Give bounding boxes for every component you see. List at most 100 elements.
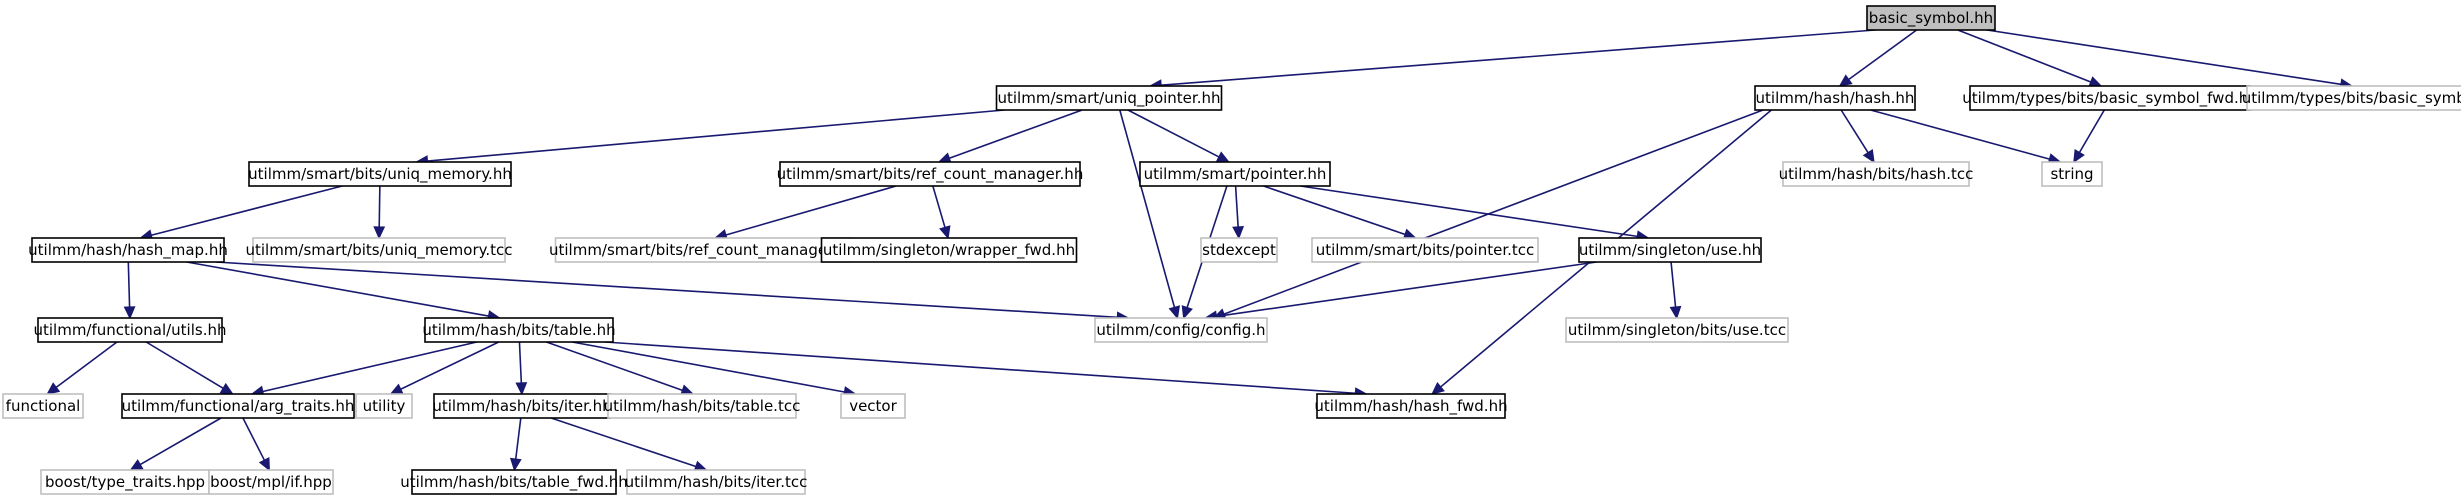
node-label: utilmm/hash/bits/iter.hh — [432, 397, 611, 415]
edge-basic_symbol-to-hash_hh — [1838, 29, 1918, 87]
node-stdexcept: stdexcept — [1200, 237, 1278, 263]
node-label: vector — [849, 397, 897, 415]
edge-table_hh-to-table_tcc — [546, 341, 695, 396]
arrow-head — [1168, 305, 1181, 320]
edge-hash_map-to-utils — [123, 261, 136, 320]
node-box — [121, 393, 355, 419]
edge-line — [949, 109, 1083, 159]
arrow-head — [1232, 226, 1245, 240]
edge-line — [378, 185, 381, 228]
node-box — [208, 469, 334, 495]
edge-line — [514, 417, 522, 460]
edge-line — [1263, 185, 1406, 236]
node-box — [433, 393, 611, 419]
edge-utils-to-functional — [46, 341, 118, 395]
edge-ref_count_manager-to-wrapper_fwd — [932, 185, 951, 240]
edge-line — [725, 185, 897, 236]
edge-table_hh-to-vector — [571, 341, 857, 398]
node-label: utilmm/hash/bits/iter.tcc — [625, 473, 808, 491]
edge-uniq_pointer-to-pointer_hh — [1127, 109, 1230, 163]
node-hash_map[interactable]: utilmm/hash/hash_map.hh — [28, 237, 228, 263]
node-box — [779, 161, 1081, 187]
edge-uniq_pointer-to-config — [1119, 109, 1181, 320]
node-label: utilmm/types/bits/basic_symbol_fwd.hh — [1962, 89, 2258, 108]
node-box — [1578, 237, 1762, 263]
edge-line — [550, 417, 697, 468]
node-label: utilmm/config/config.h — [1096, 321, 1265, 339]
edge-line — [215, 261, 1118, 319]
edge-basic_symbol_fwd-to-string — [2073, 109, 2105, 164]
edge-uniq_pointer-to-uniq_memory — [415, 109, 1005, 167]
node-label: boost/mpl/if.hpp — [210, 473, 332, 491]
arrow-head — [1181, 305, 1193, 320]
node-label: utilmm/hash/bits/table.tcc — [604, 397, 801, 415]
edge-pointer_hh-to-use_hh — [1300, 185, 1650, 243]
node-box — [1094, 317, 1268, 343]
node-hash_tcc: utilmm/hash/bits/hash.tcc — [1779, 161, 1973, 187]
node-box — [2, 393, 84, 419]
edge-basic_symbol-to-uniq_pointer — [1148, 29, 1876, 92]
edge-line — [1127, 109, 1220, 158]
node-iter_tcc: utilmm/hash/bits/iter.tcc — [625, 469, 808, 495]
edge-line — [1223, 109, 1764, 315]
node-label: utilmm/hash/bits/table_fwd.hh — [400, 473, 628, 492]
edge-pointer_hh-to-stdexcept — [1232, 185, 1245, 240]
node-box — [1866, 5, 1996, 31]
edge-line — [1840, 109, 1869, 154]
edge-line — [932, 185, 946, 228]
node-wrapper_fwd[interactable]: utilmm/singleton/wrapper_fwd.hh — [820, 237, 1078, 263]
edge-line — [1957, 29, 2092, 83]
node-uniq_memory[interactable]: utilmm/smart/bits/uniq_memory.hh — [248, 161, 512, 187]
arrow-head — [939, 225, 951, 240]
node-label: basic_symbol.hh — [1869, 9, 1993, 28]
arrow-head — [1669, 305, 1682, 320]
node-table_hh[interactable]: utilmm/hash/bits/table.hh — [422, 317, 616, 343]
node-box — [1754, 85, 1916, 111]
node-basic_symbol_fwd[interactable]: utilmm/types/bits/basic_symbol_fwd.hh — [1962, 85, 2258, 111]
node-hash_fwd[interactable]: utilmm/hash/hash_fwd.hh — [1314, 393, 1508, 419]
edge-line — [151, 185, 343, 237]
edges-layer — [46, 29, 2354, 472]
edge-line — [55, 341, 118, 389]
arrow-head — [515, 382, 528, 396]
edge-hash_hh-to-string — [1870, 109, 2062, 165]
edge-use_hh-to-config — [1204, 261, 1597, 323]
node-arg_traits[interactable]: utilmm/functional/arg_traits.hh — [121, 393, 355, 419]
arrow-head — [373, 226, 386, 240]
node-ref_count_manager[interactable]: utilmm/smart/bits/ref_count_manager.hh — [777, 161, 1084, 187]
node-box — [820, 237, 1078, 263]
node-basic_symbol_tcc: utilmm/types/bits/basic_symbol.tcc — [2242, 85, 2461, 111]
edge-line — [1986, 29, 2342, 86]
edge-line — [1216, 261, 1597, 318]
node-basic_symbol[interactable]: basic_symbol.hh — [1866, 5, 1996, 31]
node-label: utilmm/smart/bits/ref_count_manager.tcc — [549, 241, 859, 260]
edge-uniq_memory-to-hash_map — [139, 185, 343, 241]
node-label: utilmm/singleton/bits/use.tcc — [1568, 321, 1786, 339]
node-label: utilmm/smart/bits/uniq_memory.hh — [248, 165, 512, 184]
edge-table_hh-to-hash_fwd — [604, 341, 1368, 400]
edge-uniq_memory-to-uniq_memory_tcc — [373, 185, 386, 240]
node-box — [2041, 161, 2103, 187]
edge-line — [571, 341, 845, 393]
node-use_hh[interactable]: utilmm/singleton/use.hh — [1578, 237, 1762, 263]
arrow-head — [123, 306, 136, 320]
node-pointer_hh[interactable]: utilmm/smart/pointer.hh — [1139, 161, 1331, 187]
edge-line — [604, 341, 1356, 395]
node-box — [37, 317, 223, 343]
node-uniq_pointer[interactable]: utilmm/smart/uniq_pointer.hh — [995, 85, 1223, 111]
node-label: boost/type_traits.hpp — [45, 473, 205, 492]
edge-line — [1848, 29, 1918, 81]
edge-ref_count_manager-to-ref_count_manager_tcc — [713, 185, 897, 241]
edge-line — [400, 341, 500, 390]
node-iter_hh[interactable]: utilmm/hash/bits/iter.hh — [432, 393, 612, 419]
node-box — [554, 237, 854, 263]
node-label: utilmm/functional/utils.hh — [33, 321, 226, 339]
node-box — [355, 393, 413, 419]
node-box — [411, 469, 617, 495]
edge-line — [127, 261, 131, 308]
node-label: utilmm/singleton/use.hh — [1579, 241, 1761, 259]
node-box — [2246, 85, 2461, 111]
node-table_fwd[interactable]: utilmm/hash/bits/table_fwd.hh — [400, 469, 628, 495]
node-hash_hh[interactable]: utilmm/hash/hash.hh — [1754, 85, 1916, 111]
node-utils[interactable]: utilmm/functional/utils.hh — [33, 317, 227, 343]
